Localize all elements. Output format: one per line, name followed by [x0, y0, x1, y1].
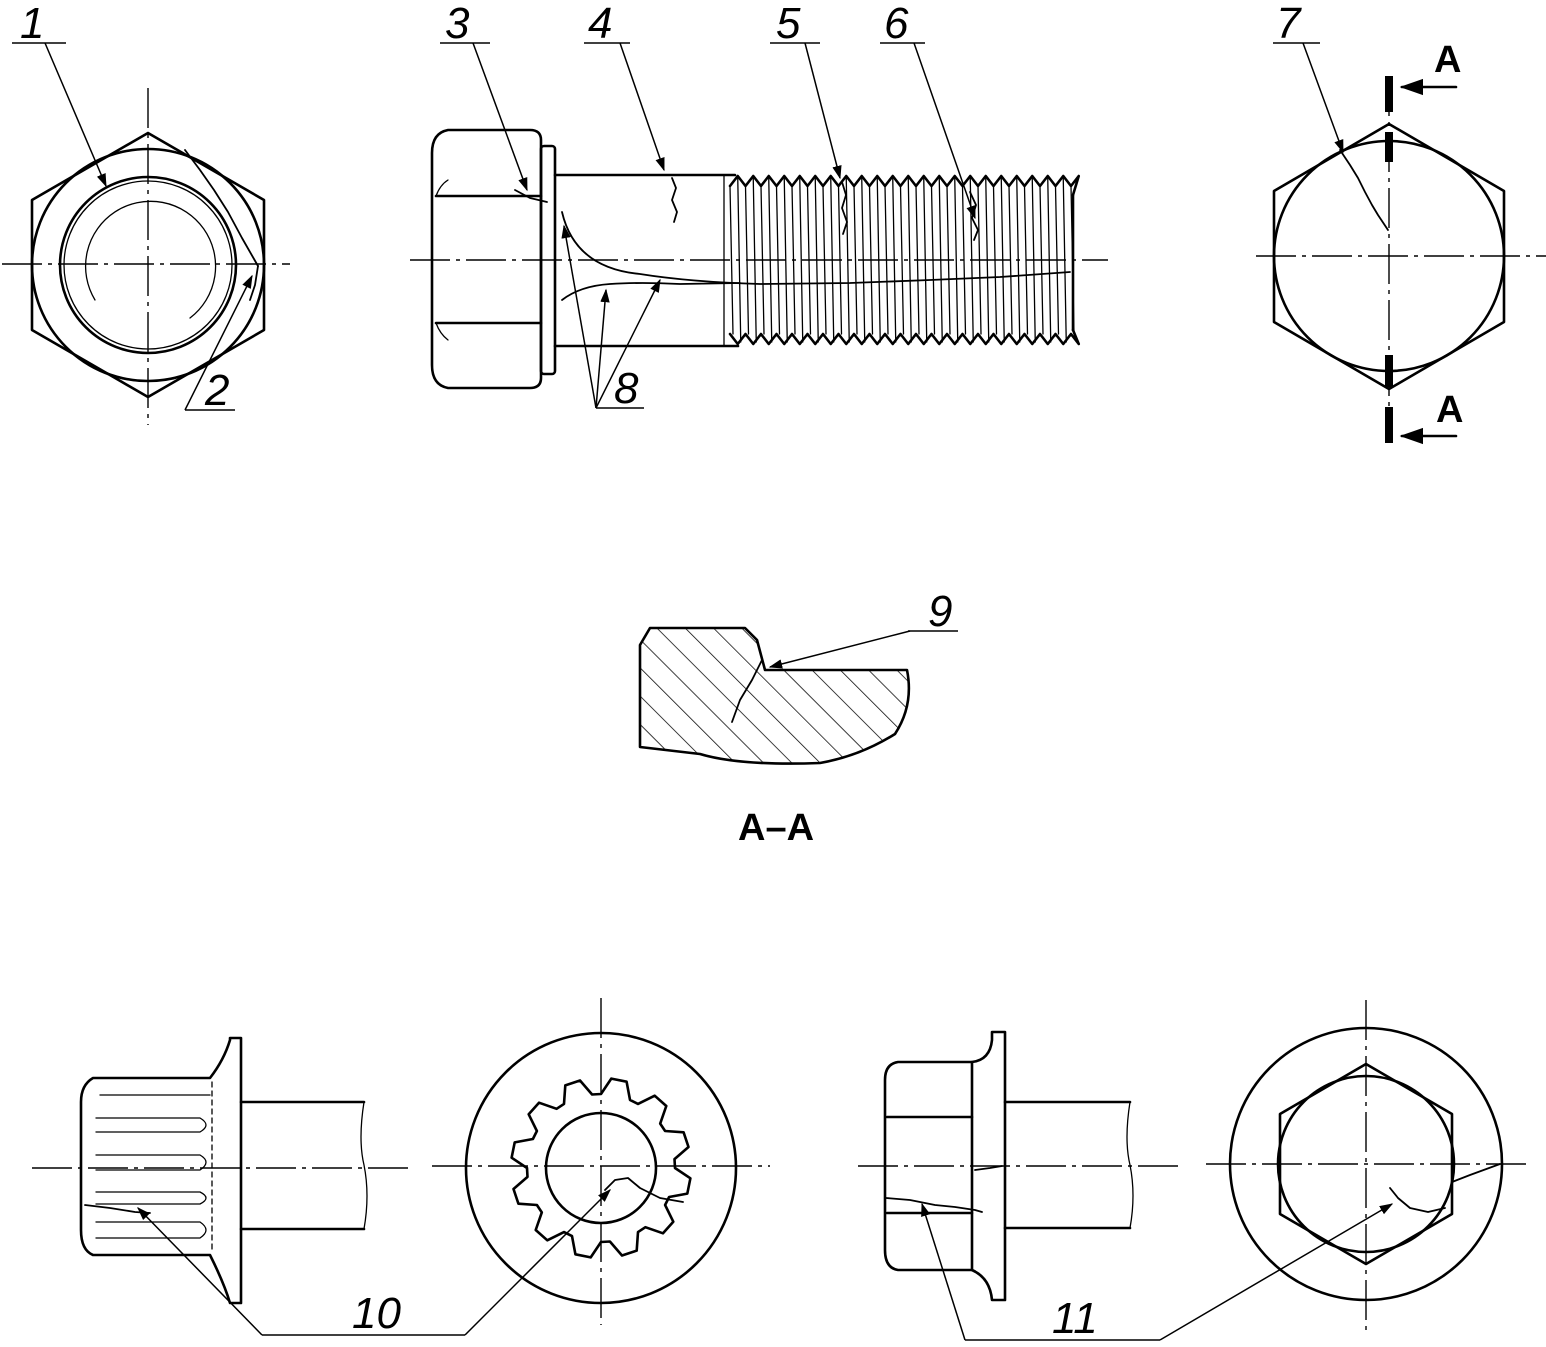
callout-7: 7: [1276, 0, 1302, 48]
section-cut-label-top: A: [1434, 39, 1461, 81]
twelve-point-bolt-end-view: [432, 998, 770, 1325]
leader-lines: [12, 42, 1394, 1341]
bolt-side-view: [410, 128, 1108, 390]
callout-8: 8: [614, 364, 639, 413]
section-title: A–A: [738, 807, 814, 849]
section-labels: A A A–A: [738, 39, 1463, 849]
callout-10: 10: [352, 1289, 401, 1338]
callout-2: 2: [204, 366, 229, 415]
callout-labels: 1 2 3 4 5 6 7 8 9 10 11: [20, 0, 1302, 1343]
section-cut-label-bottom: A: [1436, 389, 1463, 431]
callout-6: 6: [884, 0, 909, 48]
hex-flange-bolt-side-view: [858, 1030, 1180, 1302]
callout-11: 11: [1052, 1294, 1098, 1343]
hex-flange-bolt-end-view: [1206, 1000, 1530, 1330]
callout-1: 1: [20, 0, 44, 48]
callout-9: 9: [928, 587, 952, 636]
callout-4: 4: [588, 0, 612, 48]
hex-head-end-view: [2, 88, 290, 425]
section-a-a-view: [638, 626, 911, 765]
callout-3: 3: [445, 0, 470, 48]
callout-5: 5: [776, 0, 801, 48]
twelve-point-bolt-side-view: [32, 1036, 410, 1305]
hex-head-section-view: [1256, 76, 1546, 445]
